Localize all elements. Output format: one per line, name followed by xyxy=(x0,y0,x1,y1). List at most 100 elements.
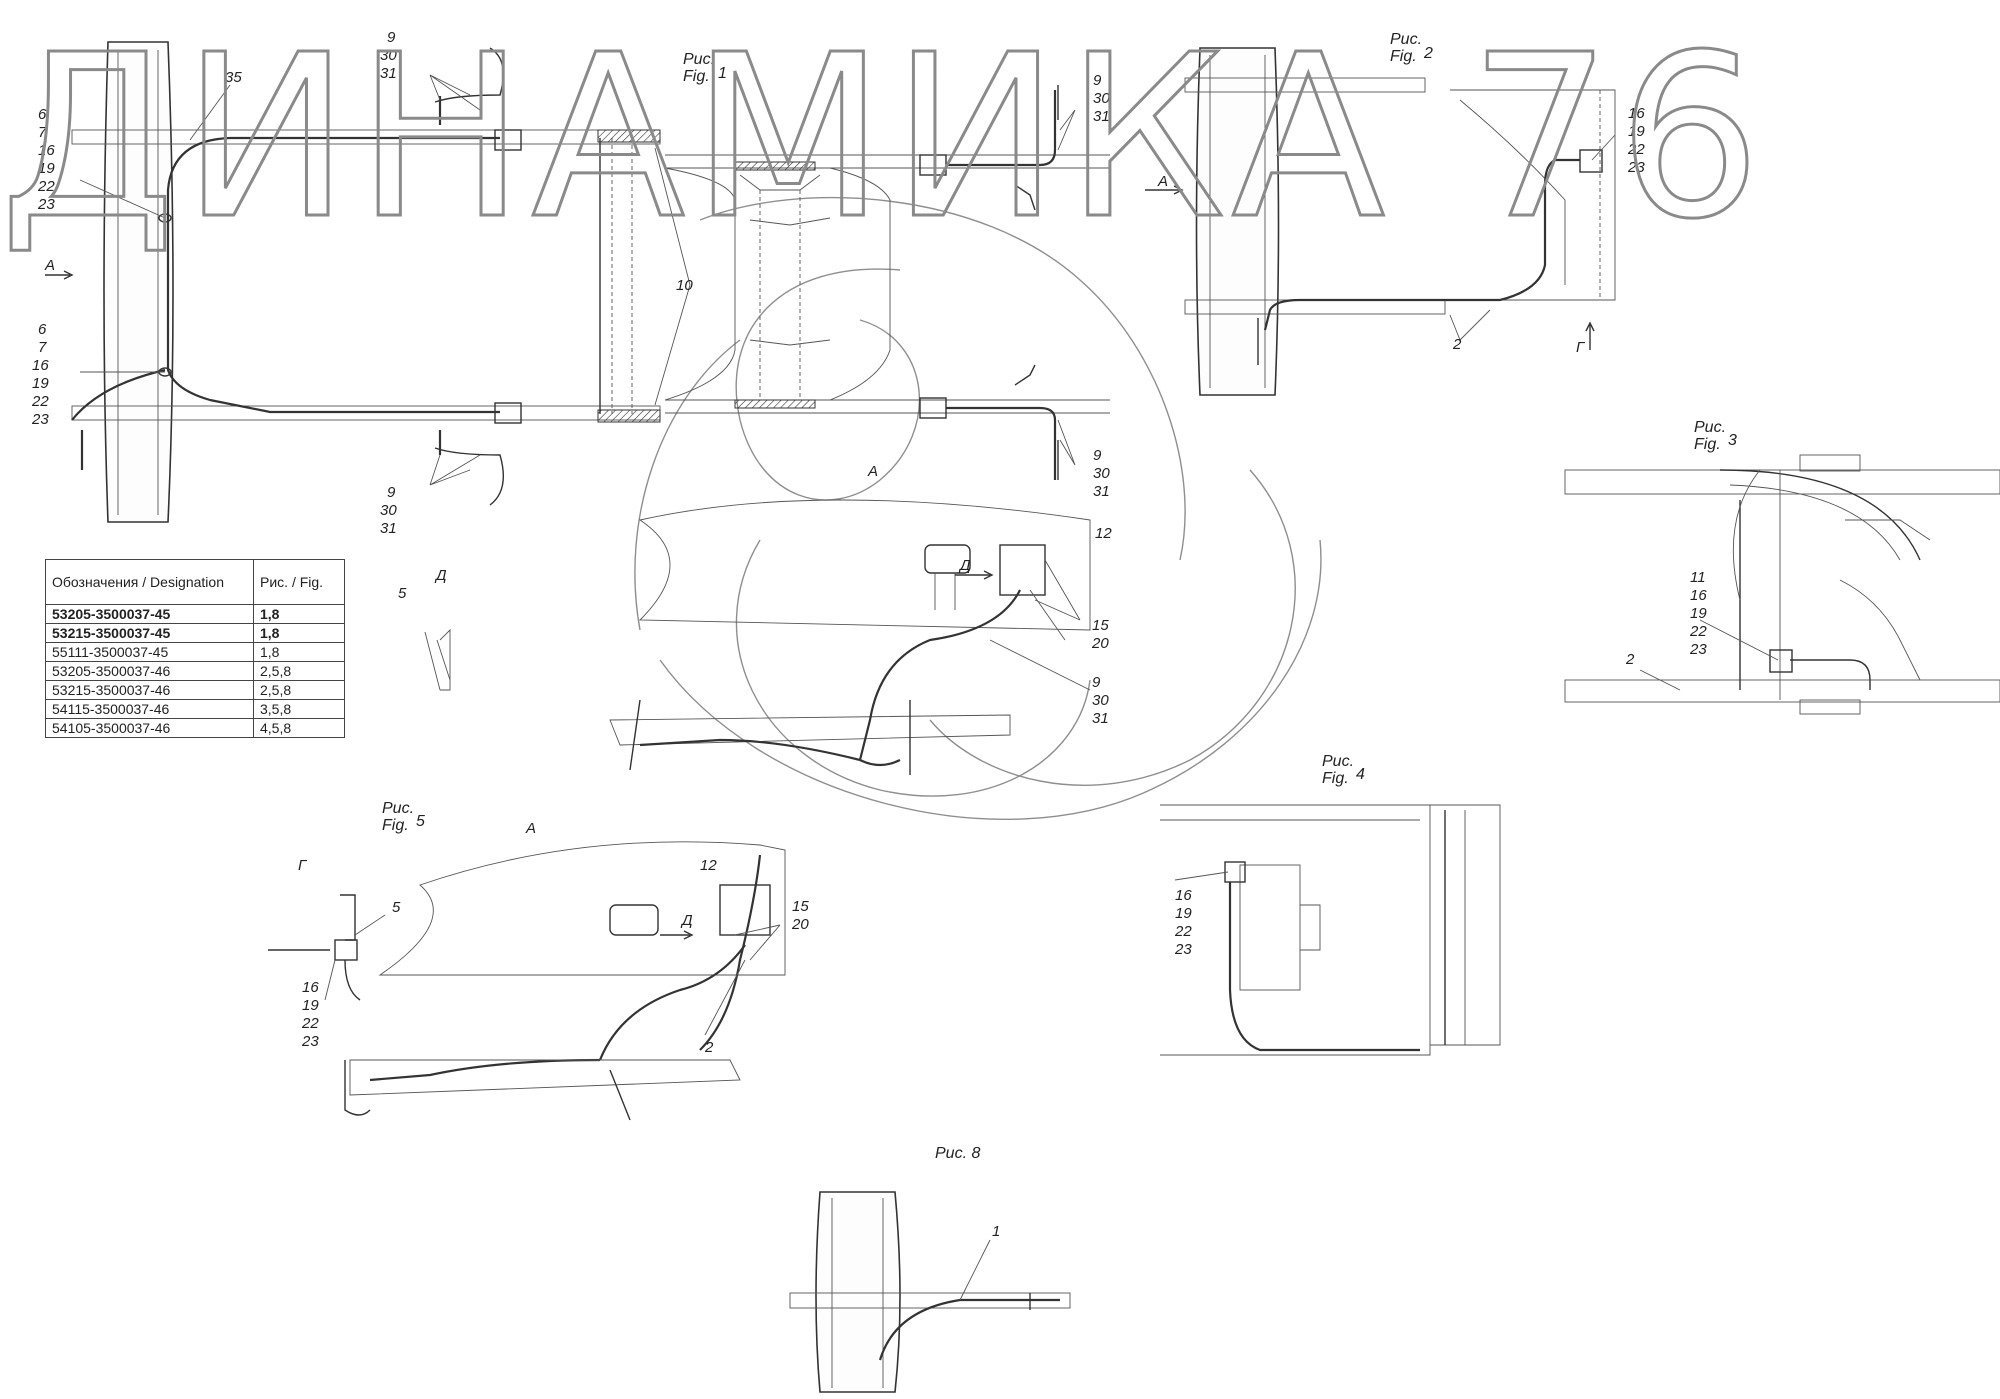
label-35: 35 xyxy=(225,69,242,86)
arrow-a-label: А xyxy=(44,257,55,274)
label-10: 10 xyxy=(676,277,693,294)
figure-8 xyxy=(789,1191,1071,1393)
label-16e: 16 xyxy=(1175,887,1192,904)
label-22e: 22 xyxy=(1174,923,1192,940)
fig5-view-g: Г xyxy=(298,857,308,874)
label-9d: 9 xyxy=(1093,447,1102,464)
table-cell-fig: 1,8 xyxy=(253,642,345,662)
label-19e: 19 xyxy=(1175,905,1192,922)
view-d-label: Д xyxy=(434,567,447,584)
label-30: 30 xyxy=(380,47,397,64)
label-2b: 2 xyxy=(1625,651,1635,668)
label-9: 9 xyxy=(387,29,396,46)
label-9e: 9 xyxy=(1092,674,1101,691)
label-16d: 16 xyxy=(1690,587,1707,604)
label-31d: 31 xyxy=(1093,483,1110,500)
label-16c: 16 xyxy=(1628,105,1645,122)
label-30c: 30 xyxy=(1093,90,1110,107)
fig1-title-en: Fig. xyxy=(683,68,710,85)
table-cell-designation: 53205-3500037-45 xyxy=(45,604,254,624)
table-cell-fig: 2,5,8 xyxy=(253,661,345,681)
figure-1 xyxy=(45,41,1110,523)
fig5-number: 5 xyxy=(416,813,425,830)
fig3-title-ru: Рис. xyxy=(1694,419,1726,436)
label-15: 15 xyxy=(1092,617,1109,634)
fig4-title-en: Fig. xyxy=(1322,770,1349,787)
label-7: 7 xyxy=(38,124,47,141)
view-a-upper xyxy=(424,499,1091,775)
label-30b: 30 xyxy=(380,502,397,519)
label-19c: 19 xyxy=(1628,123,1645,140)
label-9b: 9 xyxy=(387,484,396,501)
label-19b: 19 xyxy=(32,375,49,392)
label-23e: 23 xyxy=(1174,941,1192,958)
label-19: 19 xyxy=(38,160,55,177)
figure-3 xyxy=(1564,454,2000,715)
label-22b: 22 xyxy=(31,393,49,410)
label-22c: 22 xyxy=(1627,141,1645,158)
fig5-title-ru: Рис. xyxy=(382,800,414,817)
label-16f: 16 xyxy=(302,979,319,996)
table-cell-designation: 53215-3500037-46 xyxy=(45,680,254,700)
wheel-tire xyxy=(103,41,174,523)
label-16: 16 xyxy=(38,142,55,159)
label-12b: 12 xyxy=(700,857,717,874)
label-12: 12 xyxy=(1095,525,1112,542)
fig3-number: 3 xyxy=(1728,432,1737,449)
label-7b: 7 xyxy=(38,339,47,356)
table-cell-fig: 1,8 xyxy=(253,623,345,643)
label-19f: 19 xyxy=(302,997,319,1014)
label-5: 5 xyxy=(398,585,407,602)
labels: Рис. Fig. 1 35 6 7 16 19 22 23 А 6 7 16 … xyxy=(31,29,1737,1240)
fig2-title-ru: Рис. xyxy=(1390,31,1422,48)
label-30e: 30 xyxy=(1092,692,1109,709)
view-a-label: А xyxy=(867,463,878,480)
fig5-title-en: Fig. xyxy=(382,817,409,834)
label-1: 1 xyxy=(992,1223,1000,1240)
label-23d: 23 xyxy=(1689,641,1707,658)
view-a-arrow-d: Д xyxy=(958,557,971,574)
table-cell-fig: 4,5,8 xyxy=(253,718,345,738)
label-23b: 23 xyxy=(31,411,49,428)
label-16b: 16 xyxy=(32,357,49,374)
label-9c: 9 xyxy=(1093,72,1102,89)
label-6b: 6 xyxy=(38,321,47,338)
label-23: 23 xyxy=(37,196,55,213)
label-2: 2 xyxy=(1452,336,1462,353)
table-cell-designation: 53215-3500037-45 xyxy=(45,623,254,643)
table-header-fig: Рис. / Fig. xyxy=(253,559,345,605)
table-header-row: Обозначения / Designation Рис. / Fig. xyxy=(45,559,345,605)
fig5-arrow-d: Д xyxy=(680,912,693,929)
label-23c: 23 xyxy=(1627,159,1645,176)
fig1-title-ru: Рис. xyxy=(683,51,715,68)
label-22f: 22 xyxy=(301,1015,319,1032)
brake-chamber xyxy=(494,129,522,151)
table-cell-fig: 1,8 xyxy=(253,604,345,624)
fig2-arrow-g: Г xyxy=(1576,339,1586,356)
label-31e: 31 xyxy=(1092,710,1109,727)
seat-headrest xyxy=(924,544,971,574)
fig5-view-a: А xyxy=(525,820,536,837)
figure-5 xyxy=(268,841,786,1121)
label-31: 31 xyxy=(380,65,397,82)
fig3-title-en: Fig. xyxy=(1694,436,1721,453)
figure-2 xyxy=(1145,47,1616,396)
table-cell-fig: 3,5,8 xyxy=(253,699,345,719)
fig1-number: 1 xyxy=(718,65,727,82)
fig2-arrow-a: А xyxy=(1157,173,1168,190)
table-header-designation: Обозначения / Designation xyxy=(45,559,254,605)
label-2c: 2 xyxy=(704,1039,714,1056)
label-5b: 5 xyxy=(392,899,401,916)
designation-table: Обозначения / Designation Рис. / Fig. 53… xyxy=(45,559,345,738)
label-20: 20 xyxy=(1091,635,1109,652)
label-22: 22 xyxy=(37,178,55,195)
label-22d: 22 xyxy=(1689,623,1707,640)
label-11: 11 xyxy=(1690,569,1706,586)
label-15b: 15 xyxy=(792,898,809,915)
